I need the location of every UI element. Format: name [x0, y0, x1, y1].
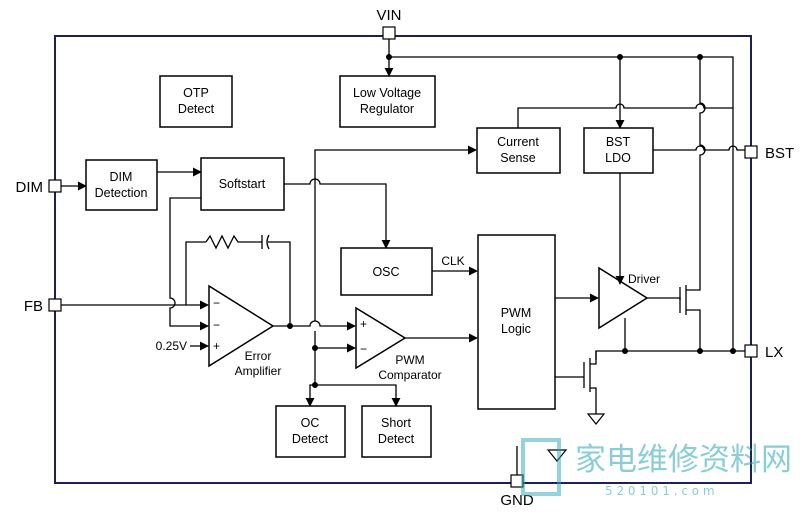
pwm-logic-block: PWM Logic [477, 234, 556, 410]
pwm-logic-line2: Logic [501, 322, 531, 336]
cmp-plus: + [360, 317, 367, 331]
osc-block: OSC [340, 247, 433, 296]
dim-detection-block: DIM Detection [85, 159, 158, 211]
pin-vin-label: VIN [376, 7, 401, 24]
oc-line1: OC [301, 416, 320, 430]
pin-lx-label: LX [765, 344, 783, 361]
otp-detect-block: OTP Detect [159, 75, 233, 128]
otp-line1: OTP [183, 86, 209, 100]
current-sense-line2: Sense [500, 151, 535, 165]
ea-label-2: Amplifier [235, 364, 282, 378]
watermark-url: 5 2 0 1 0 1 . c o m [605, 484, 715, 498]
bst-ldo-line1: BST [606, 135, 631, 149]
cmp-label-1: PWM [395, 353, 424, 367]
short-detect-block: Short Detect [361, 405, 432, 458]
oc-detect-block: OC Detect [275, 405, 346, 458]
watermark-cn: 家电维修资料网 [575, 442, 792, 478]
softstart-label: Softstart [219, 177, 266, 191]
pwm-comparator: + − PWM Comparator [355, 306, 442, 382]
ref-voltage-label: 0.25V [156, 339, 187, 353]
watermark: 家电维修资料网 5 2 0 1 0 1 . c o m [521, 438, 792, 498]
pwm-logic-line1: PWM [501, 306, 532, 320]
pin-gnd-label: GND [500, 492, 534, 509]
pin-fb: FB [24, 298, 62, 315]
short-line2: Detect [378, 432, 415, 446]
ea-plus: + [213, 339, 220, 353]
osc-label: OSC [372, 265, 399, 279]
pin-bst-label: BST [765, 145, 794, 162]
lvr-line1: Low Voltage [353, 86, 421, 100]
cmp-minus: − [360, 342, 367, 356]
junctions [287, 54, 736, 388]
pin-vin: VIN [376, 7, 402, 40]
pin-fb-label: FB [24, 298, 43, 315]
oc-line2: Detect [292, 432, 329, 446]
bst-ldo-line2: LDO [605, 151, 631, 165]
dim-det-line1: DIM [110, 170, 133, 184]
pin-dim-label: DIM [16, 179, 44, 196]
softstart-block: Softstart [200, 157, 285, 211]
current-sense-block: Current Sense [476, 127, 561, 174]
current-sense-line1: Current [497, 135, 539, 149]
dim-det-line2: Detection [95, 186, 148, 200]
pin-bst: BST [744, 145, 794, 162]
error-amplifier: − − + Error Amplifier [208, 284, 282, 378]
chip-outline [54, 35, 752, 484]
lvr-line2: Regulator [360, 102, 414, 116]
wires [61, 39, 745, 475]
bst-ldo-block: BST LDO [583, 127, 654, 174]
clk-label: CLK [441, 254, 464, 268]
ea-label-1: Error [245, 349, 272, 363]
short-line1: Short [381, 416, 411, 430]
driver-label: Driver [628, 272, 660, 286]
ea-minus: − [213, 296, 220, 310]
low-voltage-regulator-block: Low Voltage Regulator [339, 75, 436, 128]
pin-dim: DIM [16, 179, 62, 196]
otp-line2: Detect [178, 102, 215, 116]
ea-minus2: − [213, 318, 220, 332]
cmp-label-2: Comparator [378, 368, 441, 382]
